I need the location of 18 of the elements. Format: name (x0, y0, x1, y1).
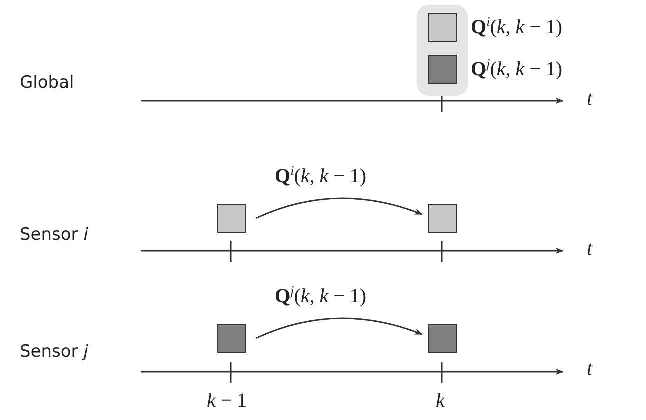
axis-label: t (587, 88, 593, 111)
row-label: Sensor j (20, 342, 88, 362)
formula-label: Q$^{i}$(k, k − 1) (471, 14, 563, 40)
tick-label: k − 1 (207, 390, 248, 413)
edge-label: Q$^{i}$(k, k − 1) (275, 163, 367, 189)
axis-label: t (587, 238, 593, 261)
curved-arrow (256, 318, 423, 340)
light-square (428, 204, 457, 233)
curved-arrow (256, 198, 423, 220)
axis-label: t (587, 358, 593, 381)
row-label: Global (20, 73, 74, 93)
dark-square (428, 324, 457, 353)
formula-label: Q$^{j}$(k, k − 1) (471, 56, 563, 82)
dark-square (217, 324, 246, 353)
light-square (217, 204, 246, 233)
tick-label: k (436, 390, 445, 413)
edge-label: Q$^{j}$(k, k − 1) (275, 283, 367, 309)
row-label: Sensor i (20, 225, 88, 245)
